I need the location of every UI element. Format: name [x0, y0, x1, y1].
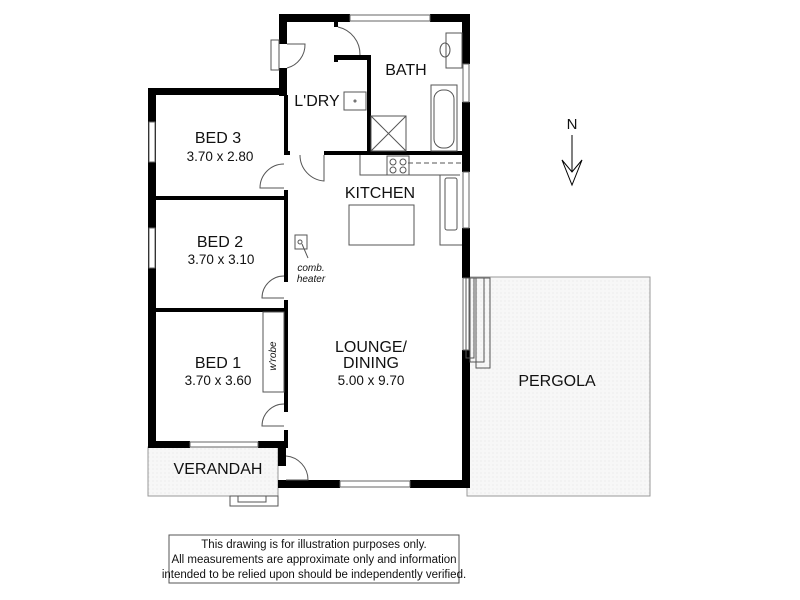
windows	[148, 14, 470, 488]
entry-step-inner	[237, 495, 267, 503]
bed2-size: 3.70 x 3.10	[188, 252, 255, 267]
lounge-label-2: DINING	[343, 355, 399, 372]
laundry-tub	[343, 91, 367, 111]
cooktop	[386, 155, 410, 176]
kitchen-bench	[359, 155, 462, 246]
kitchen-sink	[444, 177, 458, 231]
fixtures	[262, 32, 491, 393]
bed3-size: 3.70 x 2.80	[187, 149, 254, 164]
doors[interactable]	[259, 26, 361, 481]
verandah-area	[147, 446, 279, 497]
bathtub	[430, 84, 458, 152]
lounge-label-1: LOUNGE/	[335, 339, 408, 356]
bed1-size: 3.70 x 3.60	[185, 373, 252, 388]
north-arrow: N	[561, 116, 583, 187]
heater	[294, 234, 308, 250]
disclaimer-line-2: All measurements are approximate only an…	[171, 554, 456, 566]
bed2-label: BED 2	[197, 234, 243, 251]
verandah-label: VERANDAH	[174, 461, 263, 478]
heater-label-1: comb.	[297, 263, 324, 274]
disclaimer-line-1: This drawing is for illustration purpose…	[201, 539, 426, 551]
entry-step	[229, 495, 279, 507]
kitchen-island	[348, 204, 415, 246]
laundry-label: L'DRY	[294, 93, 340, 110]
heater-label-2: heater	[297, 274, 326, 285]
wardrobe-label: w'robe	[268, 341, 279, 371]
pergola-label: PERGOLA	[518, 373, 596, 390]
bed3-label: BED 3	[195, 130, 241, 147]
bed1-label: BED 1	[195, 355, 241, 372]
shower	[370, 115, 407, 152]
bath-label: BATH	[385, 62, 426, 79]
pergola-area	[466, 276, 651, 497]
disclaimer-line-3: intended to be relied upon should be ind…	[162, 569, 466, 581]
lounge-size: 5.00 x 9.70	[338, 373, 405, 388]
vanity	[445, 32, 463, 69]
north-arrow-icon	[561, 159, 583, 187]
disclaimer-box	[168, 534, 460, 584]
walls	[148, 14, 470, 488]
north-label: N	[567, 116, 578, 133]
wardrobe	[262, 311, 285, 393]
kitchen-label: KITCHEN	[345, 185, 415, 202]
